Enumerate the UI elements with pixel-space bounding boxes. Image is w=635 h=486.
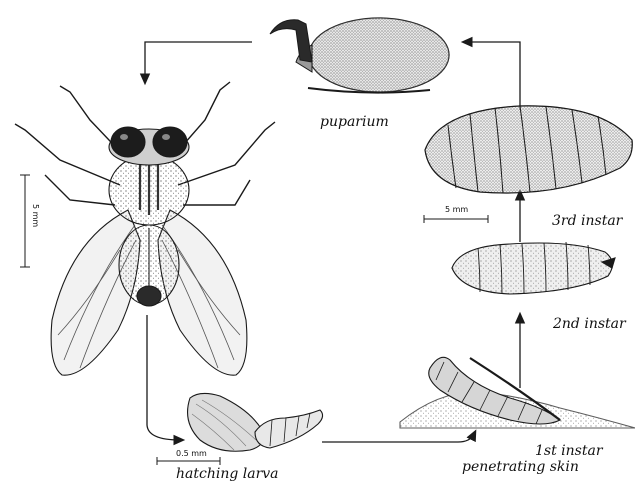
arrow-adult-to-egg (147, 315, 180, 440)
arrow-third-to-puparium (466, 42, 520, 110)
second-instar-illustration (452, 242, 615, 294)
third-instar-scale-bar (424, 215, 488, 223)
fly-left-eye (111, 127, 145, 157)
puparium-illustration (270, 18, 449, 93)
label-puparium: puparium (320, 114, 389, 130)
label-penetrating-skin: penetrating skin (462, 459, 579, 475)
label-third-instar: 3rd instar (552, 213, 622, 229)
scale-label-fly: 5 mm (31, 204, 40, 227)
fly-right-eye (153, 127, 187, 157)
label-second-instar: 2nd instar (553, 316, 626, 332)
arrow-puparium-to-adult (145, 42, 252, 80)
scale-label-egg: 0.5 mm (176, 449, 207, 458)
hatching-larva-illustration (188, 393, 323, 451)
emerging-larva (255, 410, 323, 448)
scale-label-third-instar: 5 mm (445, 205, 468, 214)
adult-fly-illustration (15, 82, 275, 375)
arrow-larva-to-skin (322, 434, 474, 442)
egg-shell (188, 393, 264, 451)
egg-scale-bar (157, 457, 220, 465)
label-hatching-larva: hatching larva (176, 466, 279, 482)
label-first-instar: 1st instar (535, 443, 603, 459)
first-instar-illustration (400, 357, 635, 428)
third-instar-illustration (425, 106, 632, 193)
fly-scale-bar (20, 175, 30, 267)
